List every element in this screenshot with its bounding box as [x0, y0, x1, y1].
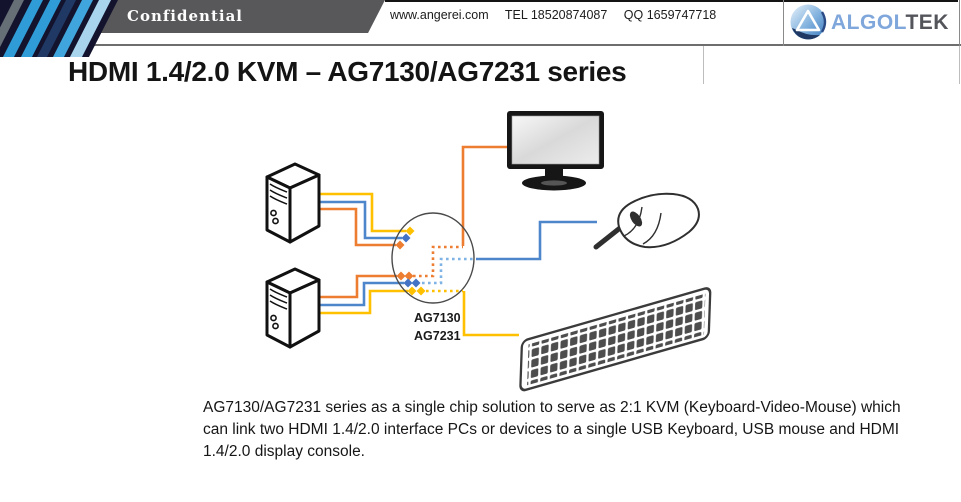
contact-info: www.angerei.com TEL 18520874087 QQ 16597…: [390, 8, 729, 22]
connector-diamond-orange: [395, 240, 405, 250]
brand-algol: ALGOL: [831, 11, 906, 34]
description-text: AG7130/AG7231 series as a single chip so…: [203, 399, 901, 460]
connector-diamond-yellow: [416, 286, 426, 296]
dotted-path-orange: [413, 245, 463, 278]
kvm-switch-circle: [391, 212, 475, 304]
logo-frame: [783, 0, 960, 46]
brand-tek: TEK: [905, 11, 949, 34]
cable-pc1-orange: [316, 207, 396, 247]
header-top-rule: [385, 0, 958, 2]
cable-pc1-yellow: [316, 192, 406, 233]
kvm-chip-label: AG7130: [414, 311, 461, 325]
contact-qq: QQ 1659747718: [623, 8, 717, 22]
cable-pc2-blue: [316, 281, 404, 307]
connector-diamond-orange: [404, 271, 414, 281]
connector-diamond-blue: [403, 278, 413, 288]
cable-pc1-blue: [316, 200, 402, 240]
keyboard-icon: [519, 287, 712, 392]
cable-keyboard-yellow: [462, 291, 519, 337]
contact-tel: TEL 18520874087: [504, 8, 608, 22]
header-placeholder-frame: [703, 46, 960, 84]
mouse-icon: [593, 192, 700, 250]
header-gray-rule: [82, 44, 961, 46]
confidential-label: Confidential: [127, 7, 243, 25]
cable-mouse-blue: [476, 220, 597, 261]
connector-diamond-blue: [411, 278, 421, 288]
algoltek-logo-icon: [790, 4, 827, 40]
pc-tower-icon: [265, 162, 321, 244]
connector-diamond-orange: [396, 271, 406, 281]
kvm-chip-label: AG7231: [414, 329, 461, 343]
brand-text: ALGOLTEK: [831, 11, 949, 35]
pc-tower-icon: [265, 267, 321, 349]
connector-diamond-yellow: [405, 226, 415, 236]
page-title: HDMI 1.4/2.0 KVM – AG7130/AG7231 series: [68, 56, 627, 87]
contact-website: www.angerei.com: [390, 8, 489, 22]
monitor-icon: [507, 111, 604, 191]
cable-monitor-orange: [461, 145, 507, 246]
cable-pc2-yellow: [316, 289, 408, 315]
connector-diamond-blue: [401, 233, 411, 243]
cable-pc2-orange: [316, 274, 397, 299]
connector-diamond-yellow: [407, 286, 417, 296]
dotted-path-blue: [422, 257, 476, 285]
